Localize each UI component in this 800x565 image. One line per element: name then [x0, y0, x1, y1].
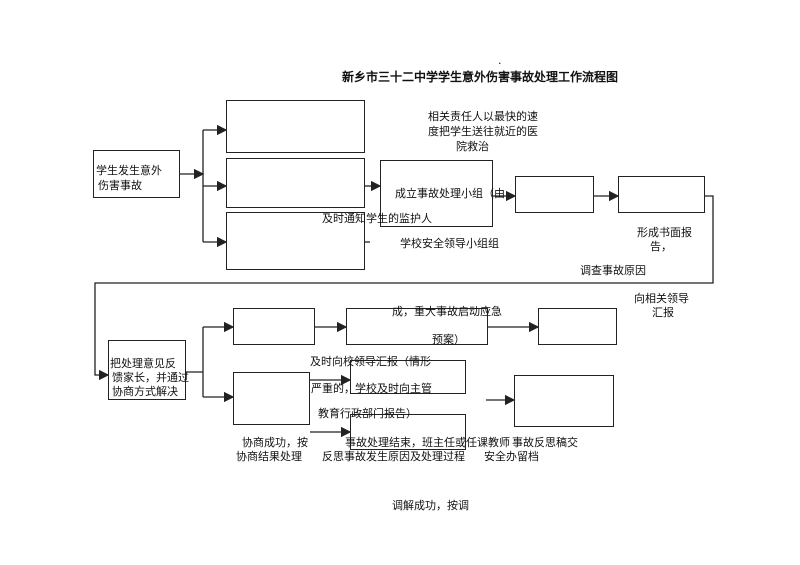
start-box-line1: 学生发生意外	[96, 164, 162, 177]
hospital-note-line3: 院救治	[456, 140, 489, 153]
negotiate-box-line2: 馈家长，并通过	[112, 371, 189, 384]
branch-box-top	[226, 100, 365, 153]
school-report-line3: 教育行政部门报告）	[318, 407, 417, 420]
team-box	[380, 160, 493, 227]
archive-line2: 安全办留档	[484, 450, 539, 463]
notify-guardian-text: 及时通知学生的监护人	[322, 212, 432, 225]
step-box-2	[618, 176, 705, 213]
emergency-box	[346, 308, 488, 345]
after-end-line1: 事故处理结束，班主任或任课教师	[345, 436, 510, 449]
team-sub-text: 学校安全领导小组组	[400, 237, 499, 250]
branch2-box-top	[233, 308, 315, 345]
school-report-line1: 及时向校领导汇报（情形	[310, 355, 431, 368]
school-report-box	[350, 360, 466, 394]
report-note-line1: 形成书面报	[637, 226, 692, 239]
investigate-text: 调查事故原因	[580, 264, 646, 277]
leader-report-line2: 汇报	[652, 306, 674, 319]
neg-success-line1: 协商成功，按	[242, 436, 308, 449]
neg-success-line2: 协商结果处理	[236, 450, 302, 463]
step-box-4	[514, 375, 614, 427]
page-dot: .	[498, 54, 502, 67]
negotiate-box	[108, 340, 186, 400]
step-box-3	[538, 308, 617, 345]
page-title: 新乡市三十二中学学生意外伤害事故处理工作流程图	[342, 70, 619, 84]
negotiate-box-line3: 协商方式解决	[112, 385, 178, 398]
start-box	[93, 150, 180, 198]
report-note-line2: 告，	[650, 240, 672, 253]
emergency-box-line2: 预案）	[432, 333, 465, 346]
middle-box	[350, 414, 466, 450]
mediation-text: 调解成功，按调	[392, 499, 469, 512]
step-box-1	[515, 176, 594, 213]
emergency-box-line1: 成，重大事故启动应急	[392, 305, 502, 318]
branch-box-bottom	[226, 212, 365, 270]
hospital-note-line1: 相关责任人以最快的速	[428, 110, 538, 123]
team-box-line1: 成立事故处理小组（由	[395, 187, 505, 200]
branch2-box-bottom	[233, 372, 310, 425]
hospital-note-line2: 度把学生送往就近的医	[428, 125, 538, 138]
school-report-line2: 严重的，学校及时向主管	[311, 382, 432, 395]
leader-report-line1: 向相关领导	[634, 292, 689, 305]
negotiate-box-line1: 把处理意见反	[110, 357, 176, 370]
branch-box-middle	[226, 158, 365, 208]
after-end-line2: 反思事故发生原因及处理过程	[322, 450, 465, 463]
archive-line1: 事故反思稿交	[512, 436, 578, 449]
arrow-wrap-to-negotiate	[94, 195, 714, 381]
start-box-line2: 伤害事故	[98, 179, 142, 192]
